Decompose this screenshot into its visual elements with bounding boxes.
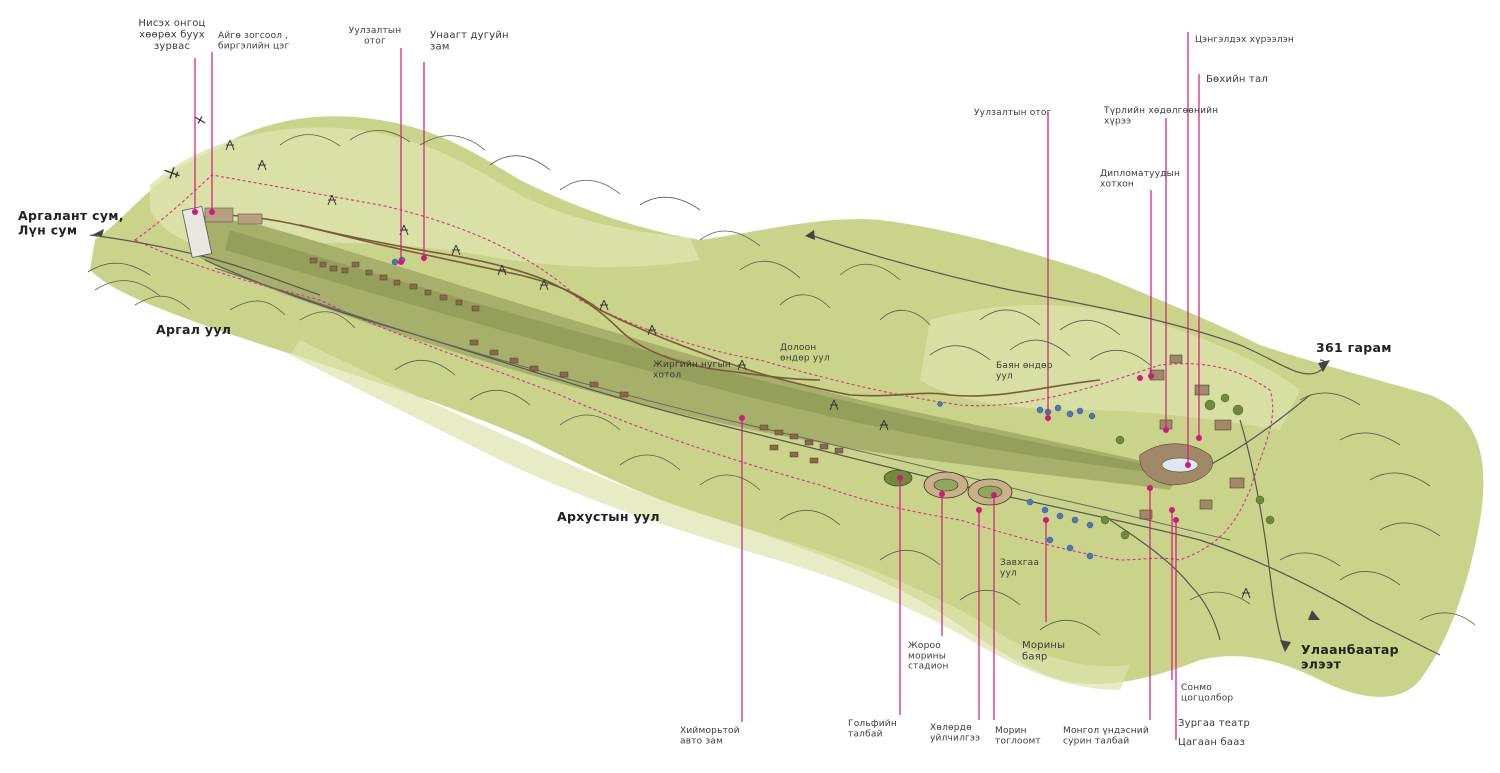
power-pylon-icon [451,244,461,256]
label-mountain-ger: Уулзалтын отог [974,108,1052,118]
northern-road [214,214,1101,397]
callout-dot [1043,517,1049,523]
direction-arrows [92,229,1330,652]
label-kids-camp: Айгө зогсоол ,биргэлийн цэг [218,31,289,51]
callout-dot [1045,415,1051,421]
callout-dot [739,415,745,421]
label-central-ring: Цэнгэлдэх хүрээлэн [1195,35,1294,45]
valley [195,215,1180,490]
label-station-361: 361 гарам [1316,340,1392,355]
power-pylon-icon [599,299,609,311]
trees [1100,393,1275,540]
callout-dot [1196,435,1202,441]
callout-dot [1169,507,1175,513]
label-argalant: Аргалант сум,Лүн сум [18,208,124,237]
upper-road [299,224,821,381]
power-pylon-icon [497,264,507,276]
village-west [309,257,480,312]
western-highway [89,234,321,296]
power-pylon-icon [879,419,889,431]
label-bokhiin-tal: Бөхийн тал [1206,74,1268,85]
power-pylon-icon [1241,587,1251,599]
power-pylon-icon [647,324,657,336]
hill-strokes [87,130,1476,636]
callout-dot [1163,427,1169,433]
arrow-icon [1308,610,1320,620]
label-zurgaa: Зургаа театр [1178,718,1250,729]
arrow-icon [1280,640,1291,652]
power-pylons [225,139,1251,599]
power-pylon-icon [829,399,839,411]
callout-dot [976,507,982,513]
east-complex [1139,354,1245,520]
airplane-icon [164,167,180,179]
callout-dot [1147,485,1153,491]
northeast-highway [809,234,1326,375]
ulaanbaatar-road [1239,419,1286,651]
terrain-upper [150,127,700,267]
callout-dot [939,491,945,497]
power-pylon-icon [257,159,267,171]
site-boundary [133,174,1274,561]
power-pylon-icon [327,194,337,206]
callout-dot [1173,517,1179,523]
callout-dot [897,475,903,481]
label-arkhust: Архустын уул [557,509,660,524]
airplanes [164,116,206,179]
callout-dot [1137,375,1143,381]
airplane-icon [194,116,206,124]
callout-dot [421,255,427,261]
power-pylon-icon [539,279,549,291]
callout-dot [1148,373,1154,379]
power-pylon-icon [737,359,747,371]
valley-center [225,230,1150,472]
callout-dot [192,209,198,215]
callout-dot [209,209,215,215]
roads [89,214,1441,656]
label-argal-uul: Аргал уул [156,322,231,337]
callout-dot [991,492,997,498]
local-road [1109,519,1221,641]
terrain-south [290,340,1130,690]
power-pylon-icon [225,139,235,151]
east-connector [1199,394,1311,471]
terrain-east [920,305,1300,430]
label-tsagaan: Цагаан бааз [1178,737,1245,748]
arrow-icon [92,229,104,236]
arrow-icon [1318,360,1330,372]
arrow-icon [805,230,815,240]
village-south [469,339,844,464]
callout-leaders [192,32,1202,740]
callout-dot [398,259,404,265]
callout-dot [1185,462,1191,468]
railway [214,267,1231,541]
